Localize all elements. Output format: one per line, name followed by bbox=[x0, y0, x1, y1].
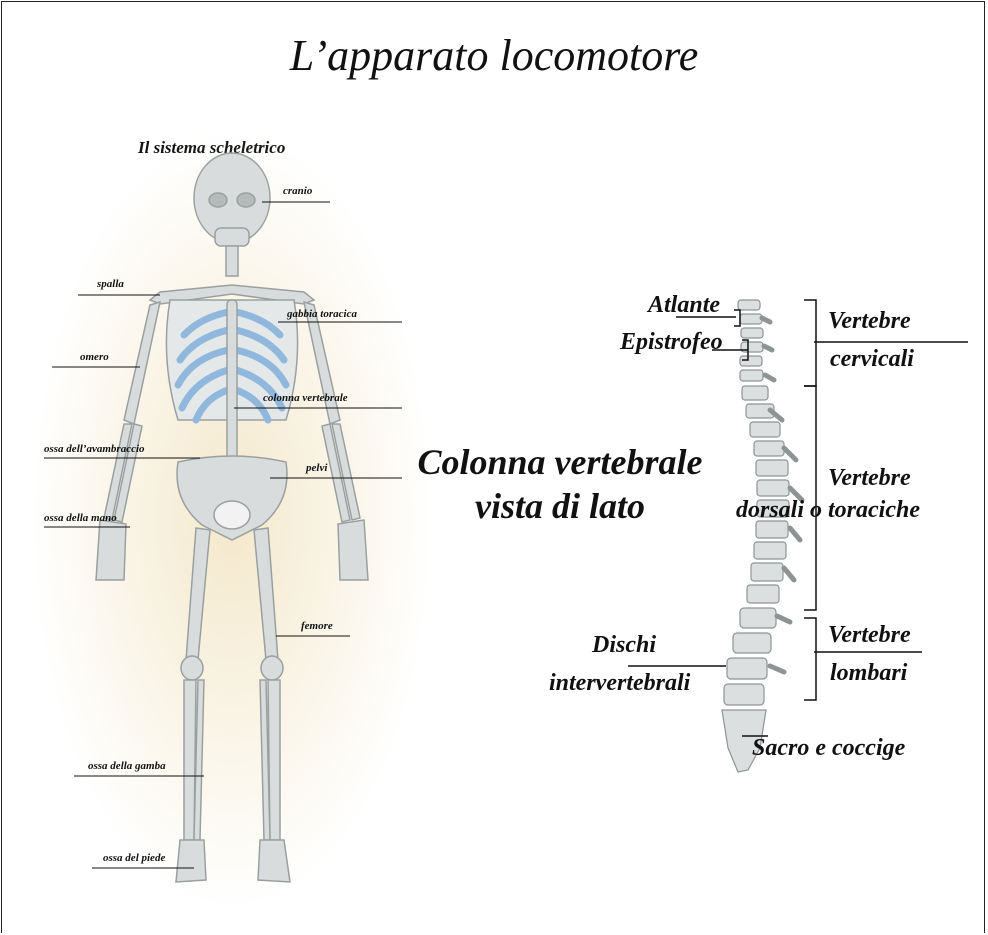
label-dorsali-line2: dorsali o toraciche bbox=[736, 497, 920, 524]
label-epistrofeo: Epistrofeo bbox=[620, 329, 723, 356]
label-cervicali-line2: cervicali bbox=[830, 346, 914, 373]
label-dorsali-line1: Vertebre bbox=[828, 465, 911, 492]
label-dischi-line2: intervertebrali bbox=[549, 670, 690, 697]
label-lombari-line1: Vertebre bbox=[828, 622, 911, 649]
label-atlante: Atlante bbox=[648, 292, 720, 319]
label-sacro-coccige: Sacro e coccige bbox=[752, 735, 905, 762]
label-cervicali-line1: Vertebre bbox=[828, 308, 911, 335]
label-lombari-line2: lombari bbox=[830, 660, 907, 687]
label-dischi-line1: Dischi bbox=[592, 632, 656, 659]
